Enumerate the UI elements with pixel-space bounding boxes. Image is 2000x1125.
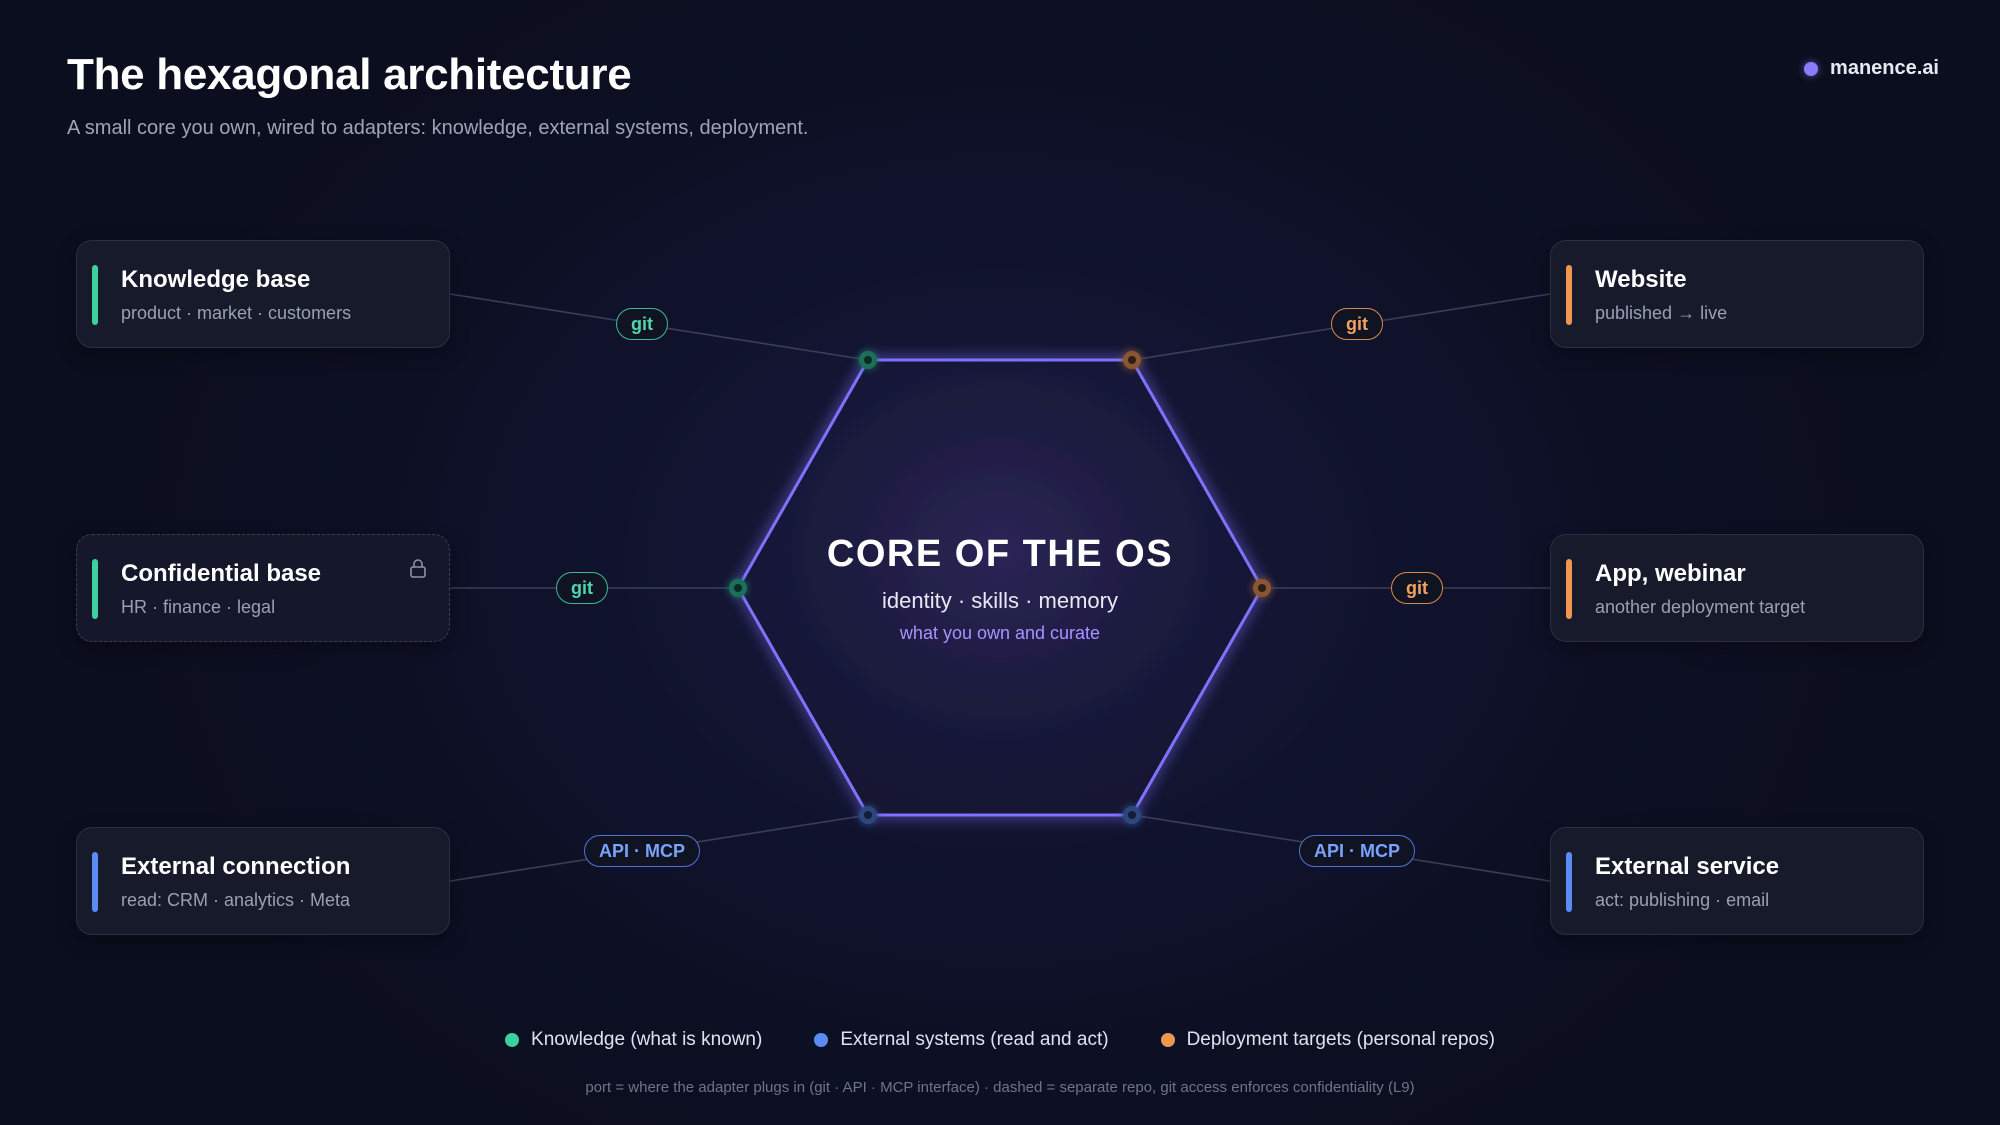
deployment-accent-bar [1566,559,1572,619]
brand-dot-icon [1804,61,1819,76]
port-website [1123,351,1141,369]
card-title: Confidential base [121,560,322,587]
legend-label: External systems (read and act) [840,1029,1109,1050]
legend-item-external: External systems (read and act) [814,1029,1109,1051]
legend-item-deployment: Deployment targets (personal repos) [1160,1029,1495,1051]
port-label-website: git [1331,308,1383,340]
brand-logo[interactable]: manence.ai [1804,57,1939,80]
lock-icon [410,559,426,578]
card-website[interactable]: Website published → live [1550,240,1924,348]
card-subtitle: act: publishing · email [1595,890,1770,910]
port-label-external-service: API · MCP [1298,835,1416,867]
external-accent-bar [92,852,98,912]
brand-name: manence.ai [1830,57,1939,79]
card-subtitle: another deployment target [1595,597,1806,617]
card-confidential-base[interactable]: Confidential base HR · finance · legal [76,534,450,642]
legend-label: Knowledge (what is known) [531,1029,763,1050]
card-title: External connection [121,853,351,880]
port-label-knowledge-base: git [616,308,668,340]
card-app-webinar[interactable]: App, webinar another deployment target [1550,534,1924,642]
port-knowledge-base [859,351,877,369]
core-subtitle: identity · skills · memory [882,588,1118,613]
card-subtitle: published → live [1595,303,1728,323]
legend-item-knowledge: Knowledge (what is known) [505,1029,762,1051]
page-subtitle: A small core you own, wired to adapters:… [67,117,809,139]
port-external-service [1123,806,1141,824]
legend-label: Deployment targets (personal repos) [1186,1029,1495,1050]
legend-dot-icon [814,1033,829,1047]
deployment-accent-bar [1566,265,1572,325]
card-title: App, webinar [1595,560,1746,587]
legend: Knowledge (what is known) External syste… [0,1029,2000,1051]
port-app-webinar [1253,579,1271,597]
page-title: The hexagonal architecture [67,50,632,99]
external-accent-bar [1566,852,1572,912]
knowledge-accent-bar [92,559,98,619]
card-knowledge-base[interactable]: Knowledge base product · market · custom… [76,240,450,348]
card-external-service[interactable]: External service act: publishing · email [1550,827,1924,935]
port-label-confidential-base: git [556,572,608,604]
card-title: External service [1595,853,1780,880]
card-title: Website [1595,266,1687,293]
port-external-connection [859,806,877,824]
card-external-connection[interactable]: External connection read: CRM · analytic… [76,827,450,935]
port-label-app-webinar: git [1391,572,1443,604]
card-subtitle: product · market · customers [121,303,352,323]
legend-dot-icon [505,1033,520,1047]
card-subtitle: read: CRM · analytics · Meta [121,890,351,910]
legend-dot-icon [1160,1033,1175,1047]
knowledge-accent-bar [92,265,98,325]
core-note: what you own and curate [899,623,1101,643]
port-confidential-base [729,579,747,597]
core-title: CORE OF THE OS [826,533,1174,575]
card-subtitle: HR · finance · legal [121,597,276,617]
port-label-external-connection: API · MCP [583,835,701,867]
card-title: Knowledge base [121,266,311,293]
footnote: port = where the adapter plugs in (git ·… [585,1079,1415,1096]
